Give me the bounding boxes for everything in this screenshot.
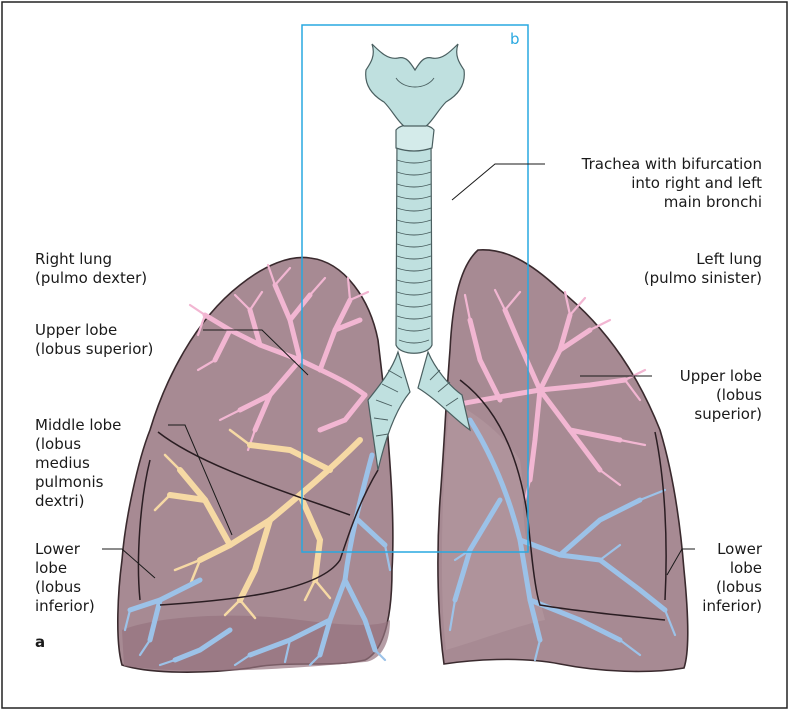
- thyroid-cartilage: [366, 44, 465, 126]
- label-right-lung-line1: Right lung: [35, 250, 147, 269]
- label-right-lower-lobe-line2: lobe: [35, 559, 95, 578]
- panel-label-a: a: [35, 633, 45, 651]
- label-left-lower-lobe: Lower lobe (lobus inferior): [702, 540, 762, 616]
- trachea-tube: [396, 135, 432, 353]
- label-right-lower-lobe-line3: (lobus: [35, 578, 95, 597]
- label-right-lower-lobe-line1: Lower: [35, 540, 95, 559]
- label-right-lung-line2: (pulmo dexter): [35, 269, 147, 288]
- label-right-middle-lobe: Middle lobe (lobus medius pulmonis dextr…: [35, 416, 121, 511]
- label-left-lung-line1: Left lung: [644, 250, 762, 269]
- label-trachea: Trachea with bifurcation into right and …: [582, 155, 762, 212]
- label-left-lung: Left lung (pulmo sinister): [644, 250, 762, 288]
- label-left-lower-lobe-line1: Lower: [702, 540, 762, 559]
- larynx-trachea: [366, 44, 470, 470]
- leader-trachea: [452, 164, 545, 200]
- label-right-upper-lobe-line2: (lobus superior): [35, 340, 153, 359]
- label-right-middle-lobe-line3: medius: [35, 454, 121, 473]
- label-left-upper-lobe-line2: (lobus: [680, 386, 762, 405]
- label-left-upper-lobe-line1: Upper lobe: [680, 367, 762, 386]
- label-trachea-line3: main bronchi: [582, 193, 762, 212]
- left-lung: [438, 250, 688, 672]
- right-lung: [118, 257, 393, 672]
- label-right-middle-lobe-line4: pulmonis: [35, 473, 121, 492]
- label-right-lung: Right lung (pulmo dexter): [35, 250, 147, 288]
- cricoid-cartilage: [396, 124, 434, 151]
- label-left-lower-lobe-line3: (lobus: [702, 578, 762, 597]
- label-left-upper-lobe: Upper lobe (lobus superior): [680, 367, 762, 424]
- label-left-upper-lobe-line3: superior): [680, 405, 762, 424]
- label-right-middle-lobe-line1: Middle lobe: [35, 416, 121, 435]
- panel-label-b: b: [510, 30, 520, 48]
- label-left-lung-line2: (pulmo sinister): [644, 269, 762, 288]
- label-left-lower-lobe-line4: inferior): [702, 597, 762, 616]
- label-right-upper-lobe-line1: Upper lobe: [35, 321, 153, 340]
- label-left-lower-lobe-line2: lobe: [702, 559, 762, 578]
- label-right-lower-lobe-line4: inferior): [35, 597, 95, 616]
- label-right-upper-lobe: Upper lobe (lobus superior): [35, 321, 153, 359]
- label-right-lower-lobe: Lower lobe (lobus inferior): [35, 540, 95, 616]
- label-right-middle-lobe-line2: (lobus: [35, 435, 121, 454]
- label-right-middle-lobe-line5: dextri): [35, 492, 121, 511]
- label-trachea-line1: Trachea with bifurcation: [582, 155, 762, 174]
- label-trachea-line2: into right and left: [582, 174, 762, 193]
